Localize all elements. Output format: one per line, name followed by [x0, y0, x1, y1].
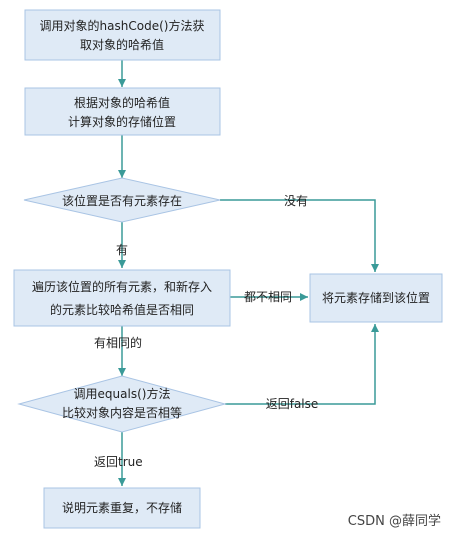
decision-slot-occupied-label: 该位置是否有元素存在	[62, 193, 182, 208]
edge-label-has-same: 有相同的	[94, 335, 142, 350]
decision-equals: 调用equals()方法 比较对象内容是否相等	[17, 375, 227, 433]
node-store-element: 将元素存储到该位置	[309, 273, 443, 323]
node-get-hashcode-box	[24, 9, 221, 61]
node-compare-hash-line2: 的元素比较哈希值是否相同	[50, 302, 194, 317]
node-compare-hash-box	[13, 269, 231, 327]
node-store-element-label: 将元素存储到该位置	[322, 290, 430, 305]
edge-d1-n4	[220, 199, 379, 272]
edge-label-no: 没有	[284, 193, 308, 208]
edge-label-return-false: 返回false	[266, 397, 319, 411]
node-compute-position-line1: 根据对象的哈希值	[74, 95, 170, 110]
decision-equals-line1: 调用equals()方法	[74, 386, 171, 401]
node-duplicate-not-stored-label: 说明元素重复，不存储	[62, 500, 182, 515]
node-compare-hash-line1: 遍历该位置的所有元素，和新存入	[32, 279, 212, 294]
edge-d2-n4	[225, 324, 379, 405]
edge-label-yes: 有	[116, 243, 128, 257]
connectors	[118, 60, 379, 486]
decision-slot-occupied: 该位置是否有元素存在	[23, 177, 221, 223]
node-compare-hash: 遍历该位置的所有元素，和新存入 的元素比较哈希值是否相同	[13, 269, 231, 327]
node-compute-position-box	[24, 87, 221, 136]
node-duplicate-not-stored-box	[43, 487, 201, 529]
node-compute-position-line2: 计算对象的存储位置	[68, 114, 176, 129]
decision-slot-occupied-diamond	[23, 177, 221, 223]
node-store-element-box	[309, 273, 443, 323]
decision-equals-line2: 比较对象内容是否相等	[62, 405, 182, 420]
edge-label-return-true: 返回true	[94, 455, 143, 469]
edge-label-all-different: 都不相同	[244, 290, 292, 304]
decision-equals-diamond	[17, 375, 227, 433]
node-compute-position: 根据对象的哈希值 计算对象的存储位置	[24, 87, 221, 136]
node-duplicate-not-stored: 说明元素重复，不存储	[43, 487, 201, 529]
watermark: CSDN @薛同学	[347, 514, 441, 529]
node-get-hashcode-line2: 取对象的哈希值	[80, 37, 164, 52]
node-get-hashcode-line1: 调用对象的hashCode()方法获	[40, 18, 205, 33]
node-get-hashcode: 调用对象的hashCode()方法获 取对象的哈希值	[24, 9, 221, 61]
